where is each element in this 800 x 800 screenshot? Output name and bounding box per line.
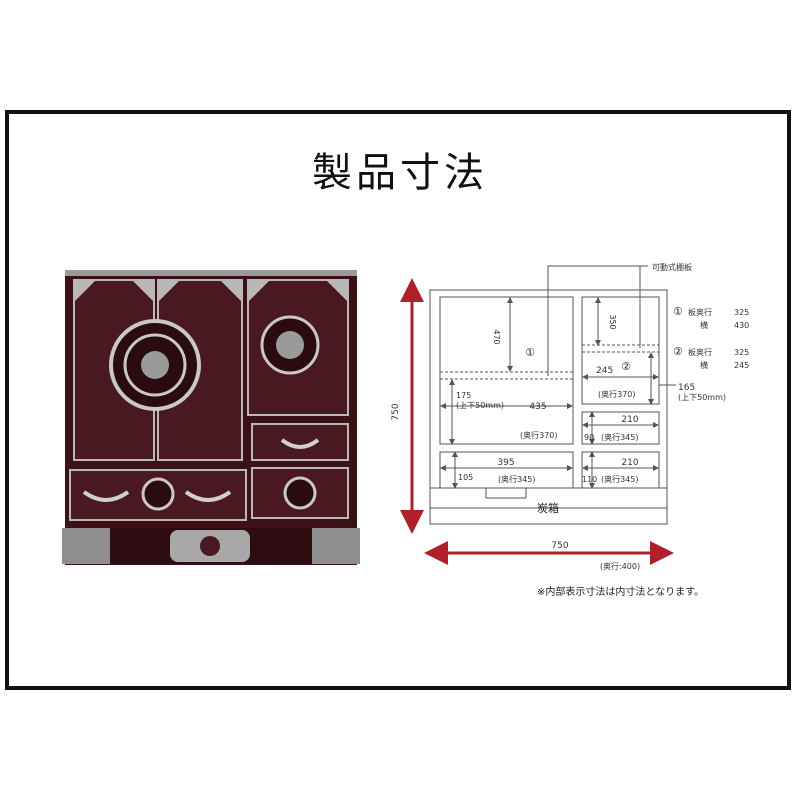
spec-1-row-1-label: 板奥行 [688, 307, 712, 317]
spec-1: ① 板奥行 325 横 430 [673, 305, 749, 330]
depth-345-c: (奥行345) [601, 474, 639, 484]
shelf-range-left: (上下50mm) [456, 401, 504, 410]
interior-dimension-note: ※内部表示寸法は内寸法となります。 [537, 587, 705, 598]
shelf-range-right: (上下50mm) [678, 393, 726, 402]
spec-2-row-1-label: 板奥行 [688, 347, 712, 357]
spec-2-row-1-value: 325 [734, 348, 749, 357]
depth-345-a: (奥行345) [601, 432, 639, 442]
depth-note: (奥行:400) [600, 561, 640, 571]
charcoal-box-label: 炭箱 [537, 501, 559, 515]
spec-2-row-2-value: 245 [734, 361, 749, 370]
height-dim-label: 750 [391, 403, 401, 420]
compartment-2-label: ② [621, 360, 631, 373]
movable-shelf-label: 可動式棚板 [652, 262, 692, 272]
spec-1-marker: ① [673, 305, 683, 318]
spec-1-row-1-value: 325 [734, 308, 749, 317]
page-title: 製品寸法 [312, 150, 488, 196]
spec-2-marker: ② [673, 345, 683, 358]
dim-165: 165 [678, 383, 695, 393]
dimension-drawing [429, 265, 676, 525]
spec-1-row-2-label: 横 [700, 320, 708, 330]
dim-105: 105 [458, 473, 473, 482]
depth-370-right: (奥行370) [598, 389, 636, 399]
dim-470: 470 [492, 329, 501, 344]
spec-2: ② 板奥行 325 横 245 [673, 345, 749, 370]
dim-175: 175 [456, 391, 471, 400]
dim-210-b: 210 [621, 458, 638, 468]
dim-435: 435 [529, 402, 546, 412]
dim-210-a: 210 [621, 415, 638, 425]
dim-245: 245 [596, 366, 613, 376]
dim-350: 350 [608, 314, 617, 329]
dim-90: 90 [584, 433, 594, 442]
width-dim-label: 750 [551, 541, 568, 551]
depth-345-b: (奥行345) [498, 474, 536, 484]
dim-395: 395 [497, 458, 514, 468]
spec-2-row-2-label: 横 [700, 360, 708, 370]
cabinet-photo [62, 270, 360, 565]
dim-110: 110 [582, 475, 597, 484]
depth-370-left: (奥行370) [520, 430, 558, 440]
spec-1-row-2-value: 430 [734, 321, 749, 330]
compartment-1-label: ① [525, 346, 535, 359]
